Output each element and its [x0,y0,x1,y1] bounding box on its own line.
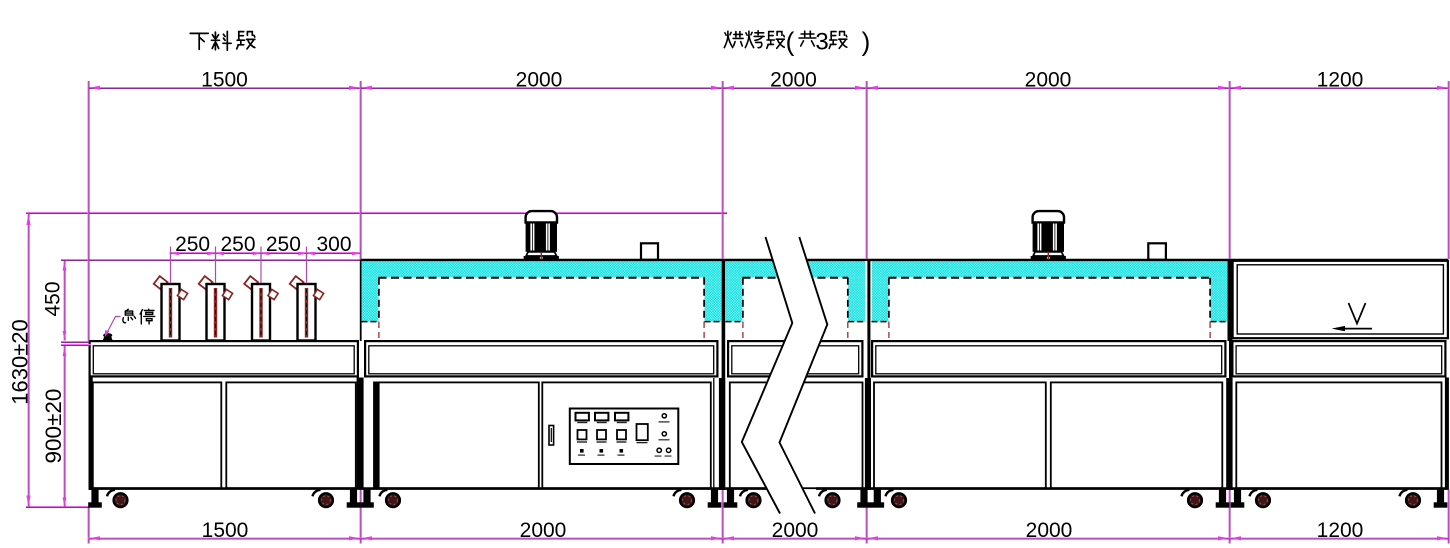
svg-text:2000: 2000 [1026,519,1073,542]
svg-text:1500: 1500 [201,68,248,91]
svg-text:1630±20: 1630±20 [7,319,32,405]
svg-text:3: 3 [815,29,828,56]
svg-text:250: 250 [266,233,301,256]
svg-text:300: 300 [316,233,351,256]
svg-text:2000: 2000 [516,68,563,91]
svg-text:2000: 2000 [520,519,567,542]
svg-text:): ) [862,27,871,57]
svg-text:450: 450 [42,281,65,316]
svg-text:2000: 2000 [770,68,817,91]
svg-text:250: 250 [220,233,255,256]
svg-text:900±20: 900±20 [41,389,66,464]
svg-text:1500: 1500 [202,519,249,542]
svg-text:2000: 2000 [772,519,819,542]
svg-text:250: 250 [175,233,210,256]
svg-text:(: ( [786,27,795,57]
svg-text:1200: 1200 [1317,519,1364,542]
svg-text:2000: 2000 [1025,68,1072,91]
svg-text:1200: 1200 [1317,68,1364,91]
